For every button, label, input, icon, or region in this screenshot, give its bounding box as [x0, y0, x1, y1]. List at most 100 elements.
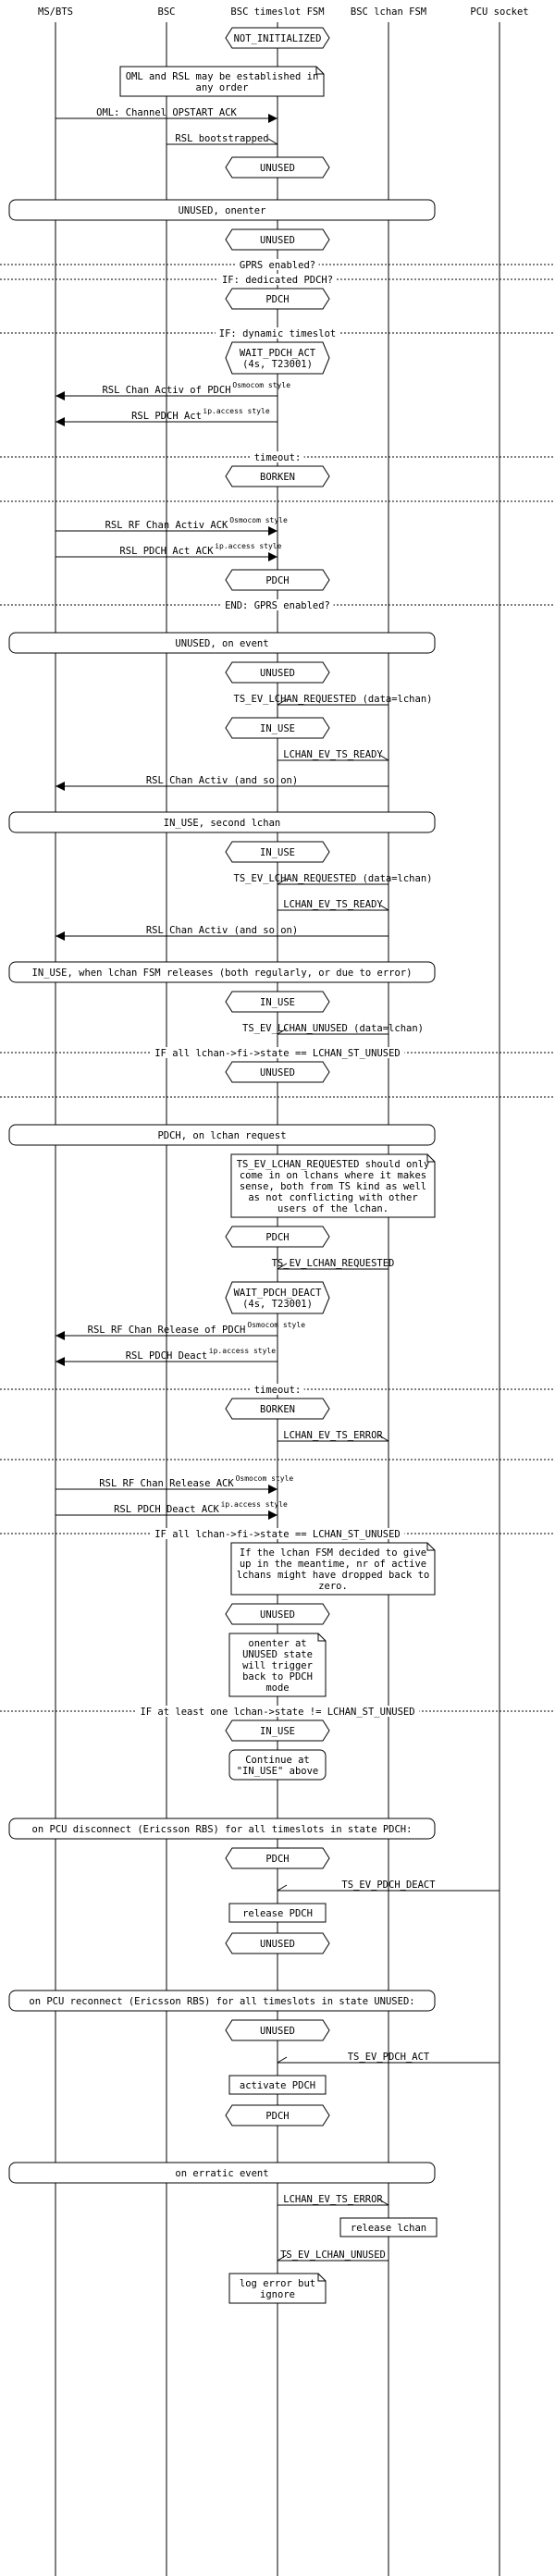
state-label: WAIT_PDCH_DEACT: [234, 1288, 323, 1299]
arrow-head-open: [277, 698, 288, 706]
arrow-label: LCHAN_EV_TS_ERROR: [283, 2194, 383, 2205]
section-title: IN_USE, when lchan FSM releases (both re…: [32, 968, 413, 979]
note-text: as not conflicting with other: [248, 1192, 417, 1203]
arrow-head: [56, 1357, 65, 1366]
separator-label: GPRS enabled?: [240, 260, 315, 271]
section-title: PDCH, on lchan request: [157, 1130, 286, 1141]
state-label: UNUSED: [260, 1067, 295, 1078]
arrow-head-open: [378, 904, 389, 911]
state-box: [225, 717, 330, 739]
note-text: If the lchan FSM decided to give: [240, 1547, 426, 1559]
arrow-superscript: ip.access style: [209, 1347, 276, 1355]
note-text: any order: [196, 82, 249, 93]
note-text: log error but: [240, 2278, 315, 2289]
section-box: [8, 199, 436, 221]
section-box: [8, 1818, 436, 1840]
section-box: [8, 2162, 436, 2184]
section-box: [8, 961, 436, 983]
section-title: on PCU reconnect (Ericsson RBS) for all …: [29, 1996, 414, 2007]
arrow-label: TS_EV_LCHAN_REQUESTED: [272, 1258, 395, 1269]
participant-label: BSC: [158, 6, 176, 18]
note-box: [230, 1153, 436, 1218]
separator-label: IF: dynamic timeslot: [219, 328, 336, 339]
arrow-label: RSL PDCH Act ACK: [119, 546, 214, 557]
state-label: PDCH: [265, 1854, 289, 1865]
state-label: BORKEN: [260, 1404, 295, 1415]
separator-label: IF all lchan->fi->state == LCHAN_ST_UNUS…: [154, 1048, 401, 1059]
arrow-head-open: [277, 2254, 288, 2262]
note-text: back to PDCH: [242, 1671, 313, 1682]
reference-text: Continue at: [245, 1755, 310, 1766]
note-box: [228, 1633, 327, 1697]
arrow-head: [56, 417, 65, 426]
arrow-label: LCHAN_EV_TS_ERROR: [283, 1430, 383, 1441]
state-label: (4s, T23001): [242, 1299, 313, 1310]
arrow-label: LCHAN_EV_TS_READY: [283, 749, 383, 760]
state-label: UNUSED: [260, 2026, 295, 2037]
arrow-label: TS_EV_PDCH_ACT: [348, 2052, 430, 2063]
action-text: release PDCH: [242, 1908, 313, 1919]
note-text: ignore: [260, 2289, 295, 2300]
section-title: IN_USE, second lchan: [164, 818, 280, 829]
arrow-label: RSL PDCH Deact ACK: [114, 1504, 219, 1515]
reference-box: [228, 1749, 327, 1781]
arrow-label: TS_EV_LCHAN_REQUESTED (data=lchan): [234, 694, 433, 705]
state-label: (4s, T23001): [242, 359, 313, 370]
separator-label-bg: [150, 1047, 405, 1058]
separator-label: timeout:: [254, 1385, 302, 1396]
arrow-label: RSL RF Chan Release ACK: [99, 1478, 234, 1489]
note-box: [119, 66, 325, 97]
arrow-head-open: [277, 2056, 288, 2064]
arrow-superscript: Osmocom style: [232, 381, 290, 389]
separator-label-bg: [221, 599, 334, 610]
arrow-label: LCHAN_EV_TS_READY: [283, 899, 383, 910]
state-box: [225, 2019, 330, 2041]
arrow-head: [56, 931, 65, 941]
note-text: onenter at: [248, 1638, 306, 1649]
note-text: OML and RSL may be established in: [126, 71, 319, 82]
section-box: [8, 632, 436, 654]
arrow-head-open: [378, 754, 389, 761]
state-box: [225, 1719, 330, 1742]
arrow-head: [268, 114, 278, 123]
state-label: UNUSED: [260, 1939, 295, 1950]
state-box: [225, 569, 330, 591]
state-label: WAIT_PDCH_ACT: [240, 348, 316, 359]
arrow-head-open: [378, 2199, 389, 2206]
state-label: IN_USE: [260, 1726, 295, 1737]
note-text: UNUSED state: [242, 1649, 313, 1660]
state-label: PDCH: [265, 294, 289, 305]
state-box: [225, 1847, 330, 1869]
section-box: [8, 1990, 436, 2012]
note-text: mode: [265, 1682, 289, 1694]
state-box: [225, 841, 330, 863]
arrow-label: TS_EV_LCHAN_REQUESTED (data=lchan): [234, 873, 433, 884]
separator-label: END: GPRS enabled?: [225, 600, 330, 611]
arrow-label: RSL Chan Activ (and so on): [146, 775, 298, 786]
arrow-head: [56, 782, 65, 791]
arrow-label: RSL bootstrapped: [175, 133, 268, 144]
arrow-superscript: ip.access style: [215, 542, 281, 550]
state-box: [225, 228, 330, 251]
section-title: UNUSED, on event: [175, 638, 268, 649]
section-box: [8, 811, 436, 833]
arrow-head: [56, 391, 65, 401]
state-label: NOT_INITIALIZED: [234, 33, 322, 44]
state-label: IN_USE: [260, 997, 295, 1008]
state-label: UNUSED: [260, 235, 295, 246]
section-title: UNUSED, onenter: [179, 205, 266, 216]
arrow-head-open: [277, 878, 288, 885]
arrow-label: RSL PDCH Act: [131, 411, 202, 422]
state-label: PDCH: [265, 575, 289, 586]
separator-label: IF at least one lchan->state != LCHAN_ST…: [140, 1707, 414, 1718]
state-box: [225, 1932, 330, 1954]
arrow-head-open: [277, 1884, 288, 1892]
state-box: [225, 288, 330, 310]
state-box: [225, 27, 330, 49]
state-box: [225, 1061, 330, 1083]
section-title: on erratic event: [175, 2168, 268, 2179]
state-box: [225, 661, 330, 684]
arrow-label: TS_EV_LCHAN_UNUSED (data=lchan): [242, 1023, 424, 1034]
state-label: UNUSED: [260, 163, 295, 174]
